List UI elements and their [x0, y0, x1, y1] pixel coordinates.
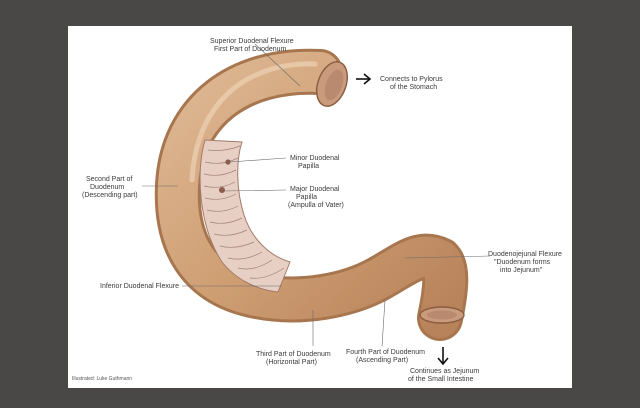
label-pylorus-2: of the Stomach: [390, 84, 437, 91]
label-second-part-3: (Descending part): [82, 192, 138, 199]
label-minor-papilla-2: Papilla: [298, 163, 319, 170]
label-fourth-part-2: (Ascending Part): [356, 357, 408, 364]
label-inferior-flexure: Inferior Duodenal Flexure: [100, 283, 179, 290]
duodenum-illustration: [154, 48, 469, 341]
label-second-part-1: Second Part of: [86, 176, 132, 183]
label-first-part: First Part of Duodenum: [214, 46, 287, 53]
leader-lines: [142, 43, 491, 347]
label-djf-1: Duodenojejunal Flexure: [488, 251, 562, 258]
label-djf-3: into Jejunum": [500, 267, 543, 274]
mucosa-interior: [199, 139, 291, 293]
pyloric-lumen: [324, 69, 344, 101]
jejunal-lumen: [427, 310, 457, 320]
duodenum-highlight: [189, 61, 318, 183]
label-third-part-2: (Horizontal Part): [266, 359, 317, 366]
label-minor-papilla-1: Minor Duodenal: [290, 155, 340, 162]
label-third-part-1: Third Part of Duodenum: [256, 351, 331, 358]
label-major-papilla-2: Papilla: [296, 194, 317, 201]
label-second-part-2: Duodenum: [90, 184, 124, 191]
label-major-papilla-3: (Ampulla of Vater): [288, 202, 344, 209]
minor-papilla: [225, 159, 231, 165]
arrow-right-icon: [356, 73, 372, 85]
label-fourth-part-1: Fourth Part of Duodenum: [346, 349, 425, 356]
illustrator-credit: Illustrated: Luke Guthmann: [72, 376, 132, 382]
label-superior-flexure: Superior Duodenal Flexure: [210, 38, 294, 45]
label-jejunum-1: Continues as Jejunum: [410, 368, 479, 375]
label-major-papilla-1: Major Duodenal: [290, 186, 340, 193]
duodenum-tube-fill: [157, 51, 466, 338]
major-papilla: [219, 187, 225, 193]
label-pylorus-1: Connects to Pylorus: [380, 76, 443, 83]
label-jejunum-2: of the Small Intestine: [408, 376, 473, 383]
label-djf-2: "Duodenum forms: [494, 259, 551, 266]
mucosal-folds: [203, 145, 285, 279]
arrow-down-icon: [437, 347, 449, 366]
